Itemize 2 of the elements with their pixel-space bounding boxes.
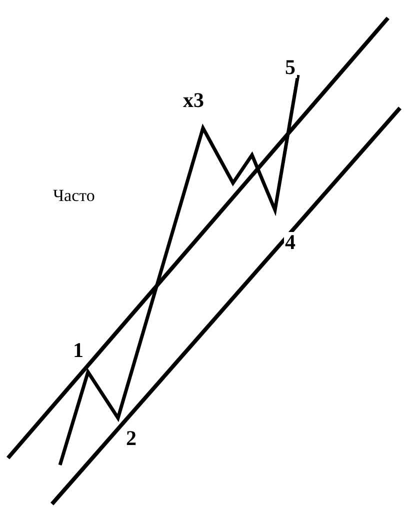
note-text: Часто [52, 187, 96, 204]
wave-label: 5 [284, 57, 296, 78]
